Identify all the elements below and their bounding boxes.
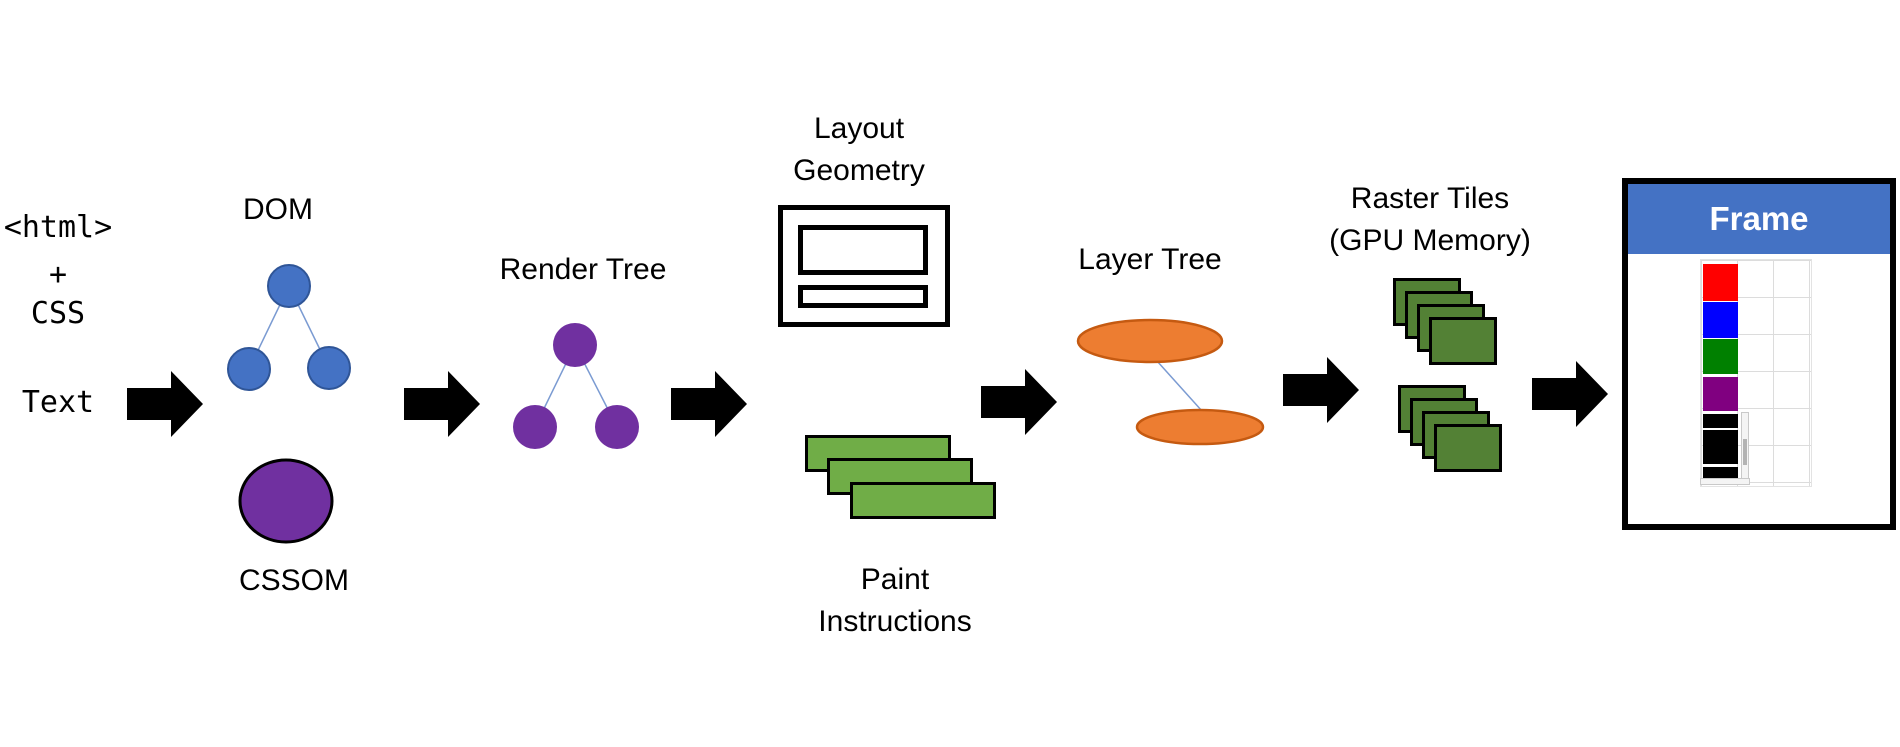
flow-arrow-5 [1283, 357, 1359, 423]
frame-pixel-swatch-black-thin [1703, 414, 1738, 428]
render-tree [513, 323, 639, 449]
render-tree-node [595, 405, 639, 449]
raster-tile [1429, 317, 1497, 365]
frame-mini-vscrollbar-thumb [1743, 439, 1747, 465]
frame-header: Frame [1628, 184, 1890, 258]
layout-label-line2: Geometry [793, 154, 925, 187]
layer-tree-edge [1156, 360, 1203, 412]
input-plus-label: + [48, 257, 68, 292]
layout-inner-box-1 [798, 225, 928, 275]
flow-arrow-2 [404, 371, 480, 437]
render-tree-node [513, 405, 557, 449]
input-css-label: CSS [30, 296, 86, 331]
layer-tree [1076, 318, 1265, 446]
frame-label: Frame [1709, 200, 1809, 237]
cssom-node [238, 458, 334, 544]
frame-pixel-swatch-purple [1703, 377, 1738, 411]
arrow-icon [981, 369, 1057, 435]
raster-tiles-label: Raster Tiles (GPU Memory) [1329, 178, 1531, 262]
flow-arrow-4 [981, 369, 1057, 435]
layer-ellipse [1135, 408, 1265, 446]
dom-tree [227, 264, 351, 391]
arrow-icon [1532, 361, 1608, 427]
cssom-circle [238, 458, 334, 544]
frame-pixel-swatch-black-thin-2 [1703, 467, 1738, 480]
arrow-icon [127, 371, 203, 437]
arrow-icon [404, 371, 480, 437]
raster-tile [1434, 424, 1502, 472]
dom-label: DOM [243, 193, 313, 226]
dom-node [267, 264, 311, 308]
arrow-icon [671, 371, 747, 437]
frame-pixel-swatch-black-large [1703, 430, 1738, 464]
paint-instruction-rect [850, 482, 996, 519]
render-tree-label: Render Tree [499, 253, 667, 286]
flow-arrow-6 [1532, 361, 1608, 427]
frame-mini-vscrollbar [1741, 412, 1749, 484]
frame-pixel-swatch-blue [1703, 302, 1738, 338]
layer-ellipse [1076, 318, 1224, 364]
cssom-label: CSSOM [238, 564, 350, 597]
input-text-label: Text [21, 385, 95, 420]
layout-label-line1: Layout [813, 112, 905, 145]
arrow-icon [1283, 357, 1359, 423]
dom-node [227, 347, 271, 391]
frame-pixel-swatch-red [1703, 264, 1738, 301]
dom-node [307, 346, 351, 390]
paint-instructions-label: Paint Instructions [818, 559, 971, 643]
input-html-label: <html> [3, 210, 113, 245]
layout-inner-box-2 [798, 285, 928, 308]
paint-label-line1: Paint [860, 563, 930, 596]
paint-label-line2: Instructions [818, 605, 972, 638]
flow-arrow-3 [671, 371, 747, 437]
frame-pixel-swatch-green [1703, 339, 1738, 374]
raster-label-line2: (GPU Memory) [1329, 224, 1531, 257]
layout-geometry-label: Layout Geometry [793, 108, 925, 192]
layer-tree-label: Layer Tree [1078, 243, 1222, 276]
render-tree-node [553, 323, 597, 367]
raster-label-line1: Raster Tiles [1350, 182, 1510, 215]
flow-arrow-1 [127, 371, 203, 437]
frame-mini-hscrollbar [1700, 478, 1750, 485]
